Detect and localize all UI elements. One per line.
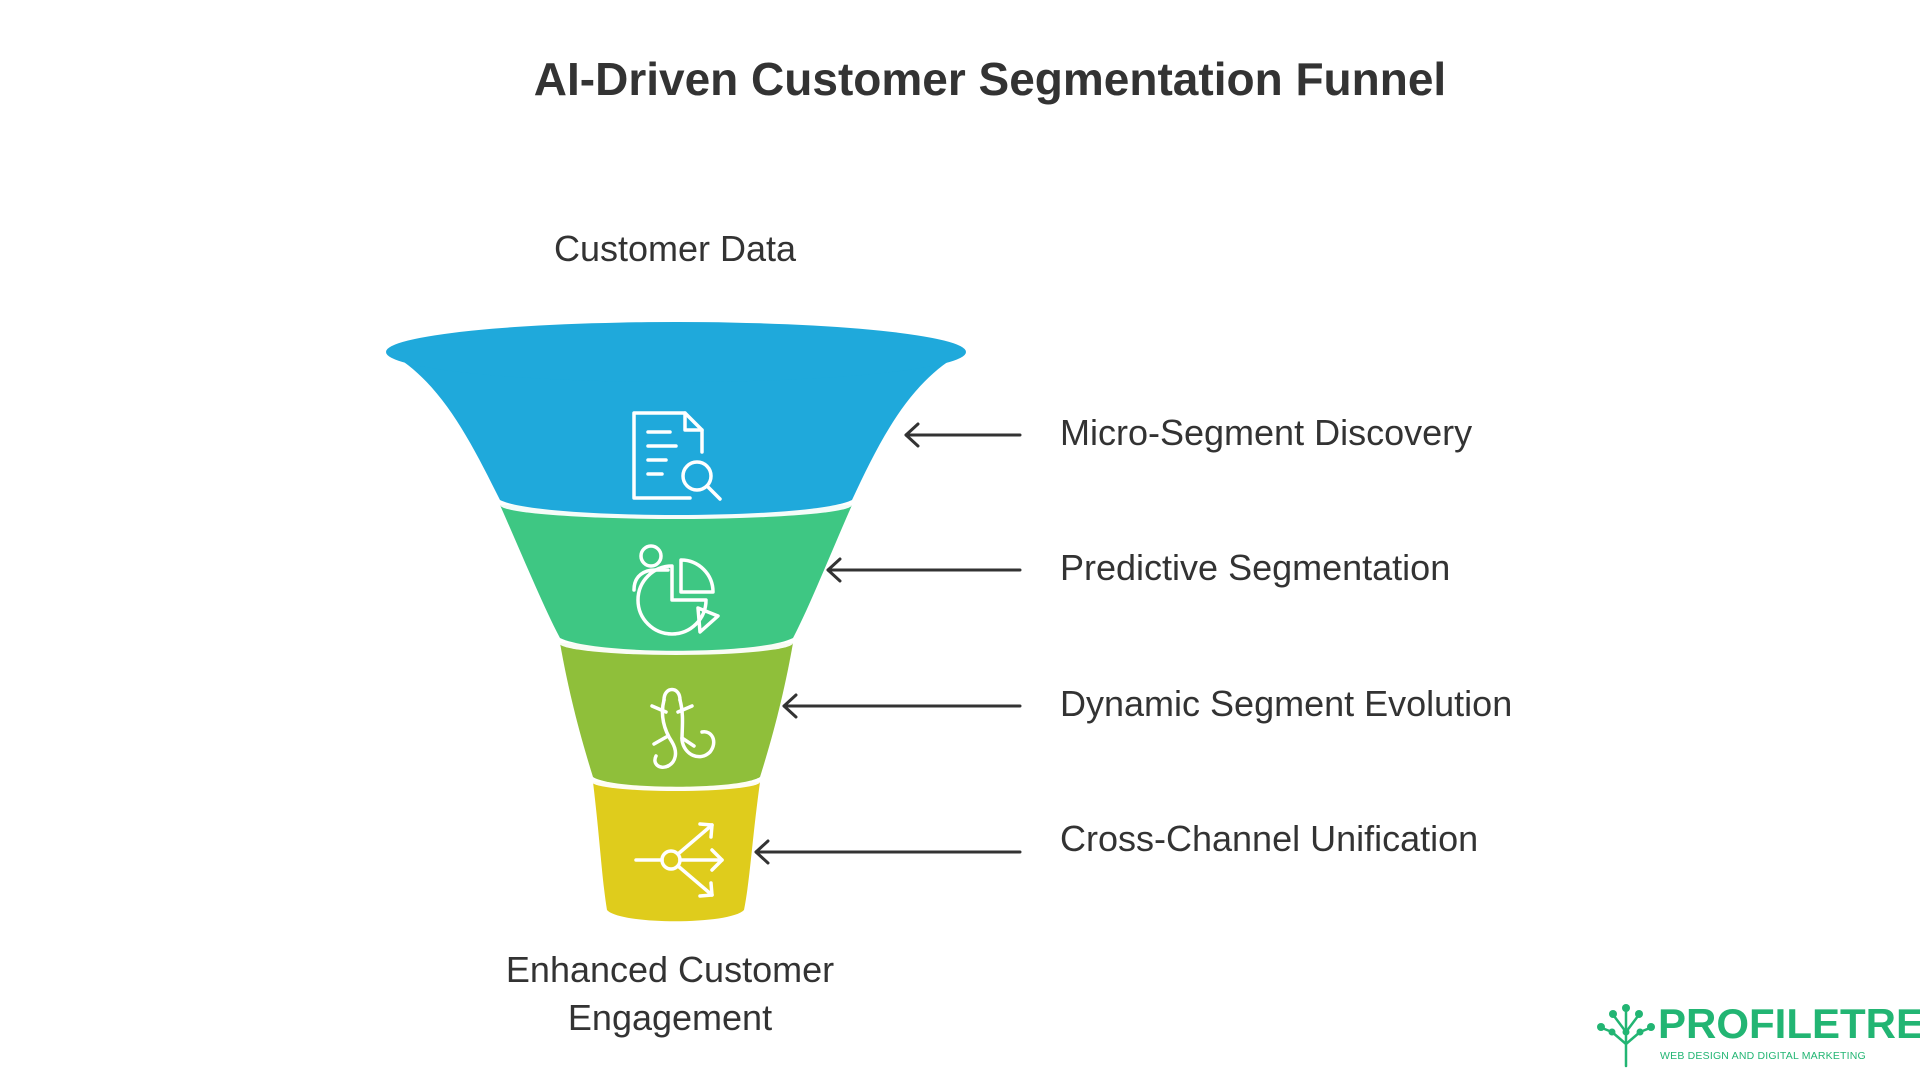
output-label-line-1: Enhanced Customer [505, 949, 835, 990]
funnel-stage-3 [560, 643, 793, 787]
tree-logo-icon [1597, 1004, 1655, 1068]
stage-label-1: Micro-Segment Discovery [1060, 412, 1473, 453]
logo-tagline: WEB DESIGN AND DIGITAL MARKETING [1660, 1050, 1866, 1062]
profiletree-logo: PROFILETREE WEB DESIGN AND DIGITAL MARKE… [1596, 1000, 1920, 1070]
stage-label-4: Cross-Channel Unification [1060, 818, 1479, 859]
stage-label-3: Dynamic Segment Evolution [1060, 683, 1513, 724]
stage-arrows [754, 422, 1022, 865]
output-label-line-2: Engagement [567, 997, 773, 1038]
funnel-output-label: Enhanced Customer Engagement [480, 946, 860, 1042]
funnel-stage-1 [388, 352, 964, 515]
document-search-icon [632, 411, 722, 501]
distribution-arrows-icon [634, 822, 724, 898]
logo-wordmark: PROFILETREE [1658, 1000, 1920, 1047]
diagram-title: AI-Driven Customer Segmentation Funnel [533, 53, 1447, 105]
stage-label-2: Predictive Segmentation [1060, 547, 1451, 588]
funnel-stage-2 [500, 505, 852, 651]
funnel-input-label: Customer Data [553, 228, 797, 269]
user-pie-chart-icon [632, 544, 720, 636]
lizard-icon [650, 687, 716, 769]
funnel-top-rim [386, 322, 966, 382]
